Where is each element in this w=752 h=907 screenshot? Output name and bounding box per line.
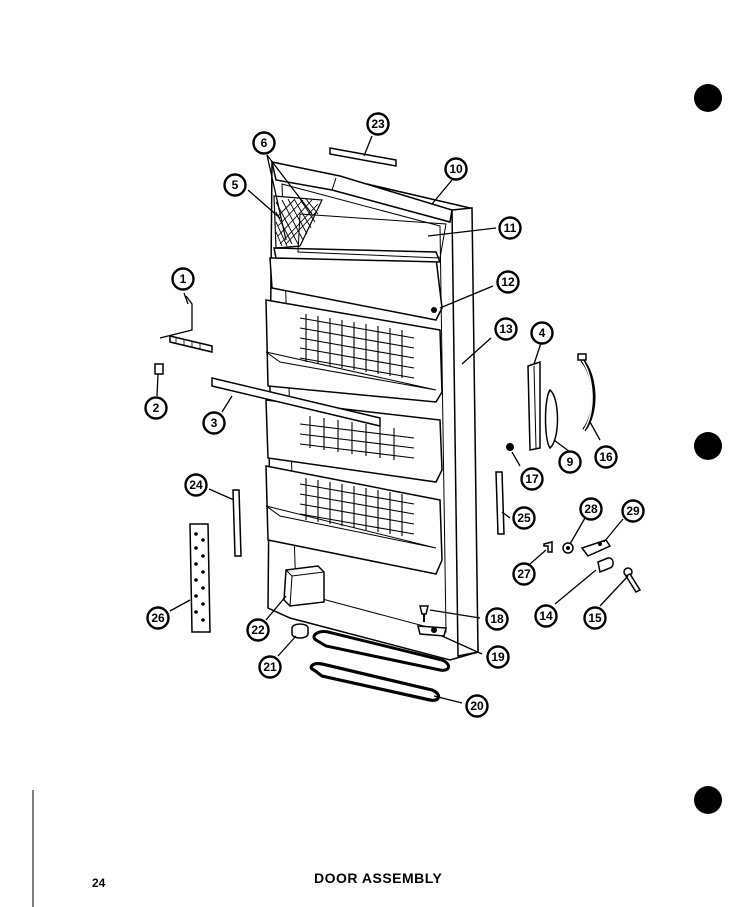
svg-text:19: 19 <box>491 650 505 664</box>
door-shelf-3 <box>265 399 443 483</box>
callout-20: 20 <box>465 694 489 718</box>
door-box <box>283 565 325 607</box>
callout-21: 21 <box>258 655 282 679</box>
callout-27: 27 <box>512 562 536 586</box>
lock-hardware <box>543 539 642 593</box>
door-shelf-top <box>269 213 447 321</box>
callout-bubbles: 1 2 3 4 5 6 9 10 11 12 13 14 15 16 17 18… <box>144 112 645 718</box>
svg-text:2: 2 <box>153 401 160 415</box>
callout-28: 28 <box>579 497 603 521</box>
callout-19: 19 <box>486 645 510 669</box>
svg-text:15: 15 <box>588 611 602 625</box>
callout-22: 22 <box>246 618 270 642</box>
door-shelf-2 <box>265 299 443 403</box>
callout-4: 4 <box>530 321 554 345</box>
svg-text:22: 22 <box>251 623 265 637</box>
handle-bracket <box>527 360 541 451</box>
callout-23: 23 <box>366 112 390 136</box>
leader-lines <box>156 135 629 704</box>
callout-18: 18 <box>485 607 509 631</box>
handle-insert <box>544 388 559 450</box>
binder-hole-bottom <box>694 786 722 814</box>
binder-hole-middle <box>694 432 722 460</box>
svg-text:1: 1 <box>180 272 187 286</box>
door-shelf-4 <box>265 465 443 575</box>
door-gasket <box>309 630 450 702</box>
svg-text:10: 10 <box>449 162 463 176</box>
page-number: 24 <box>92 876 106 890</box>
svg-text:23: 23 <box>371 117 385 131</box>
side-strip-left <box>232 489 242 557</box>
trim-strip <box>211 377 381 427</box>
callout-12: 12 <box>496 270 520 294</box>
svg-text:18: 18 <box>490 612 504 626</box>
svg-text:16: 16 <box>599 450 613 464</box>
top-trim-bar <box>329 147 397 167</box>
callout-3: 3 <box>202 411 226 435</box>
screw-12 <box>431 307 437 313</box>
callout-9: 9 <box>558 450 582 474</box>
svg-text:28: 28 <box>584 502 598 516</box>
cup-part <box>291 623 309 639</box>
page-title: DOOR ASSEMBLY <box>314 870 443 886</box>
perforated-strip <box>189 523 211 633</box>
callout-6: 6 <box>252 131 276 155</box>
callout-16: 16 <box>594 445 618 469</box>
callout-13: 13 <box>494 317 518 341</box>
callout-5: 5 <box>223 173 247 197</box>
callout-15: 15 <box>583 606 607 630</box>
svg-text:20: 20 <box>470 699 484 713</box>
callout-26: 26 <box>146 606 170 630</box>
svg-text:11: 11 <box>504 221 517 235</box>
svg-text:12: 12 <box>501 275 515 289</box>
svg-text:29: 29 <box>626 504 640 518</box>
plug-17 <box>506 443 514 451</box>
svg-text:9: 9 <box>567 455 574 469</box>
svg-text:25: 25 <box>517 511 531 525</box>
callout-14: 14 <box>534 604 558 628</box>
svg-text:26: 26 <box>151 611 165 625</box>
clip-part <box>154 363 164 375</box>
callout-25: 25 <box>512 506 536 530</box>
svg-text:14: 14 <box>539 609 553 623</box>
side-strip-right <box>495 471 505 535</box>
callout-29: 29 <box>621 499 645 523</box>
svg-text:13: 13 <box>499 322 513 336</box>
svg-text:27: 27 <box>517 567 531 581</box>
callout-11: 11 <box>498 216 522 240</box>
svg-text:6: 6 <box>261 136 268 150</box>
callout-2: 2 <box>144 396 168 420</box>
binder-hole-top <box>694 84 722 112</box>
door-handle <box>577 353 596 432</box>
svg-text:17: 17 <box>525 472 539 486</box>
bottom-hardware <box>417 605 447 637</box>
svg-text:21: 21 <box>263 660 277 674</box>
callout-10: 10 <box>444 157 468 181</box>
svg-text:4: 4 <box>539 326 546 340</box>
svg-text:24: 24 <box>189 478 203 492</box>
callout-1: 1 <box>171 267 195 291</box>
svg-text:5: 5 <box>232 178 239 192</box>
svg-text:3: 3 <box>211 416 218 430</box>
callout-17: 17 <box>520 467 544 491</box>
callout-24: 24 <box>184 473 208 497</box>
door-stop-rod <box>159 295 213 353</box>
